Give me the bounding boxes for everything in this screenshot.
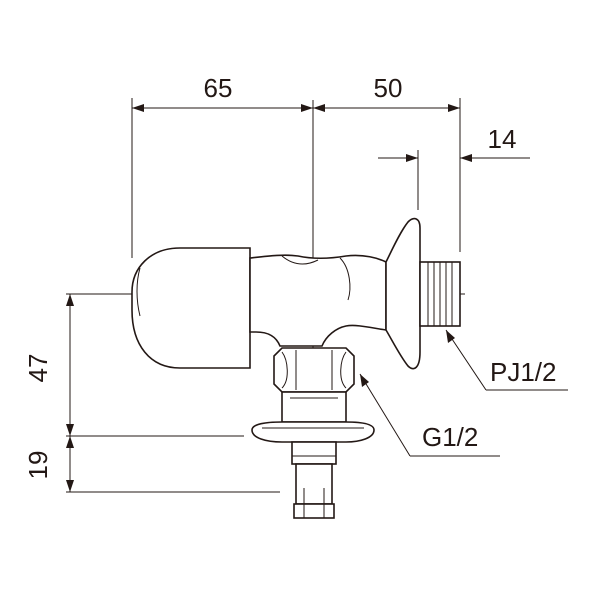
hex-nut xyxy=(273,347,355,393)
dimension-50: 50 xyxy=(313,73,460,112)
dimension-14: 14 xyxy=(378,124,530,162)
dimension-47: 47 xyxy=(23,294,74,436)
dimension-50-label: 50 xyxy=(374,73,403,103)
body-bulge-top xyxy=(281,255,319,265)
dimension-14-label: 14 xyxy=(488,124,517,154)
hex-nut-chamfer xyxy=(281,351,347,389)
dimension-19: 19 xyxy=(23,436,74,492)
handle-cap xyxy=(131,247,251,369)
dimension-65: 65 xyxy=(132,73,313,112)
outlet-thread-ridges xyxy=(427,262,453,326)
valve-shank xyxy=(281,391,347,423)
inlet-pipe xyxy=(295,463,333,505)
inlet-pipe-end xyxy=(293,503,335,519)
callout-g12: G1/2 xyxy=(359,373,500,457)
dimension-47-label: 47 xyxy=(23,354,53,383)
dimension-19-label: 19 xyxy=(23,451,53,480)
handle-cap-edge xyxy=(136,267,141,317)
inlet-fitting xyxy=(291,441,337,465)
callout-pj12: PJ1/2 xyxy=(445,329,568,391)
callout-pj12-label: PJ1/2 xyxy=(490,357,557,387)
body-bulge-right xyxy=(339,257,351,301)
dimension-65-label: 65 xyxy=(204,73,233,103)
wall-flange xyxy=(385,217,421,370)
callout-g12-label: G1/2 xyxy=(422,422,478,452)
mounting-plate xyxy=(251,421,375,443)
valve-body xyxy=(249,254,387,347)
